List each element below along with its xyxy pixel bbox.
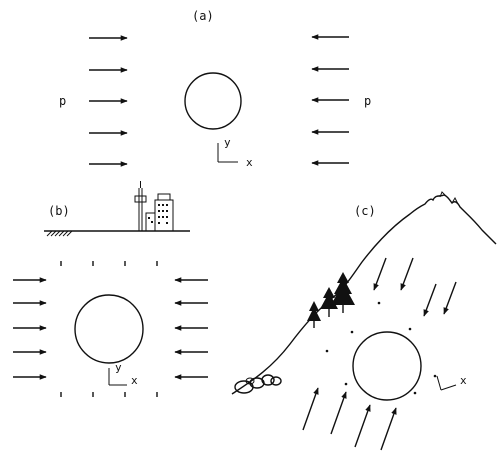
city-buildings-icon xyxy=(134,181,174,232)
axis-b xyxy=(436,375,442,391)
panel-a-axes: y x xyxy=(217,136,253,169)
load-arrow xyxy=(423,283,437,317)
load-arrow xyxy=(354,404,371,448)
panel-c-lower-arrows xyxy=(302,387,397,451)
panel-b-left-arrows xyxy=(13,277,47,380)
left-pressure-label: p xyxy=(59,94,66,108)
right-pressure-label: p xyxy=(364,94,371,108)
scatter-dots xyxy=(325,301,437,395)
panel-a-label: (a) xyxy=(192,9,214,23)
load-arrow xyxy=(373,257,387,291)
load-arrow xyxy=(330,391,347,435)
x-axis-label: x xyxy=(131,374,138,387)
panel-b-bottom-ticks xyxy=(60,392,158,397)
peak-detail xyxy=(439,191,459,205)
load-arrow xyxy=(380,407,397,451)
axis-a xyxy=(440,384,457,391)
y-axis-label: y xyxy=(224,136,231,149)
panel-a: (a) p p y x xyxy=(59,9,371,169)
load-arrow xyxy=(400,257,414,291)
panel-b-right-arrows xyxy=(174,277,208,380)
ground-hatching xyxy=(46,230,73,237)
x-axis-label: x xyxy=(460,374,467,387)
slope-profile xyxy=(231,194,497,395)
panel-a-left-arrows xyxy=(89,35,128,167)
load-arrow xyxy=(302,387,319,431)
rocks-icon xyxy=(234,374,282,394)
panel-c-label: (c) xyxy=(354,204,376,218)
circular-opening xyxy=(352,331,422,401)
panel-b-top-ticks xyxy=(60,261,158,266)
trees-icon xyxy=(307,272,355,328)
panel-b: (b) xyxy=(13,181,208,397)
x-axis-label: x xyxy=(246,156,253,169)
load-arrow xyxy=(443,281,457,315)
y-axis-label: y xyxy=(115,361,122,374)
panel-c-upper-arrows xyxy=(373,257,457,317)
circular-opening xyxy=(74,294,144,364)
panel-b-label: (b) xyxy=(48,204,70,218)
circular-opening xyxy=(184,72,242,130)
panel-a-right-arrows xyxy=(311,34,349,166)
panel-b-axes: y x xyxy=(108,361,138,387)
panel-c-axes: x xyxy=(436,374,467,391)
panel-c: (c) xyxy=(231,191,497,451)
